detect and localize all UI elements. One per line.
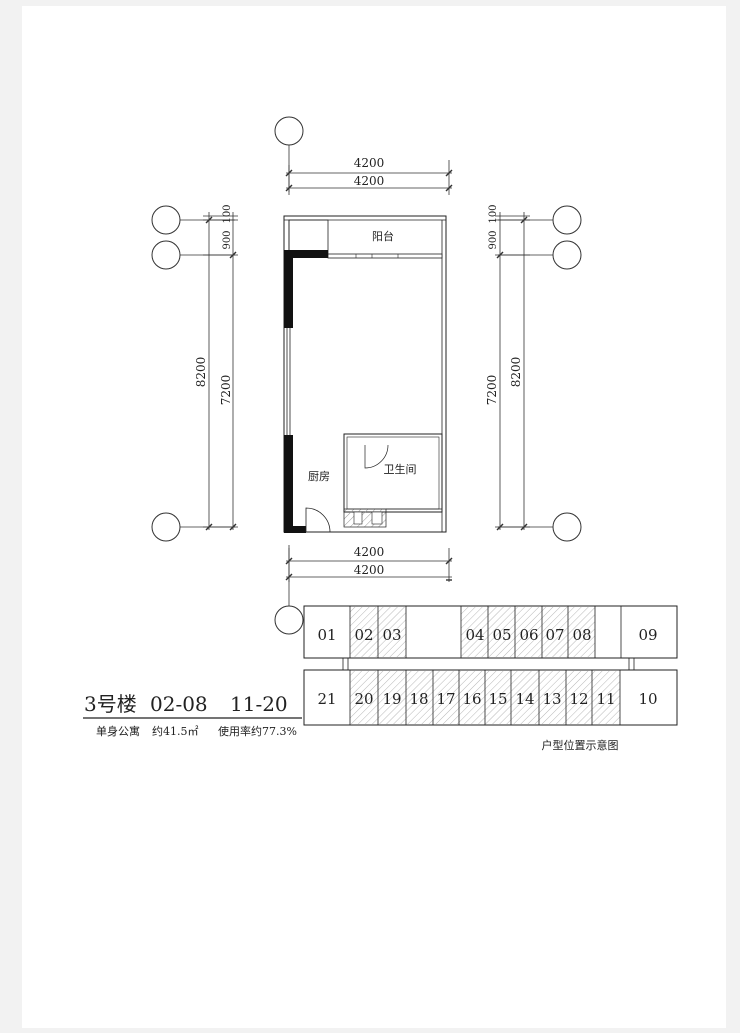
key-plan-caption: 户型位置示意图 bbox=[542, 738, 619, 752]
key-unit-label: 08 bbox=[572, 626, 591, 644]
key-unit-label: 18 bbox=[409, 690, 428, 708]
balcony-glazing bbox=[327, 253, 443, 259]
axis-bubble-right-3 bbox=[552, 512, 582, 542]
axis-bubble-left-1 bbox=[151, 205, 181, 235]
key-unit-label: 03 bbox=[382, 626, 401, 644]
key-unit-label: 13 bbox=[542, 690, 561, 708]
axis-bubble-right-2 bbox=[552, 240, 582, 270]
wall-top-left bbox=[284, 250, 328, 258]
dim-bottom-outer: 4200 bbox=[354, 545, 385, 559]
dim-left-balcony: 900 bbox=[222, 230, 233, 249]
wall-bottom-left bbox=[284, 526, 306, 533]
axis-bubble-left-2 bbox=[151, 240, 181, 270]
title-area: 约41.5㎡ bbox=[152, 725, 199, 738]
key-unit-label: 02 bbox=[354, 626, 373, 644]
unit-plan bbox=[283, 215, 447, 533]
title-unit-type: 单身公寓 bbox=[96, 724, 140, 738]
dim-left-total: 8200 bbox=[194, 357, 208, 388]
dimension-lines bbox=[203, 160, 530, 582]
title-range-1: 02-08 bbox=[150, 692, 208, 716]
key-unit-label: 14 bbox=[515, 690, 534, 708]
dim-right-main: 7200 bbox=[485, 375, 499, 406]
dim-left-extra: 100 bbox=[222, 204, 233, 223]
dim-right-extra: 100 bbox=[488, 204, 499, 223]
title-efficiency: 使用率约77.3% bbox=[218, 724, 297, 738]
key-unit-label: 05 bbox=[492, 626, 511, 644]
axis-bubble-left-3 bbox=[151, 512, 181, 542]
title-range-2: 11-20 bbox=[230, 692, 288, 716]
unit-outline bbox=[283, 215, 447, 533]
wall-left-lower bbox=[284, 435, 293, 532]
key-unit-label: 17 bbox=[436, 690, 455, 708]
key-unit-label: 06 bbox=[519, 626, 538, 644]
key-unit-label: 15 bbox=[488, 690, 507, 708]
floor-plan-drawing: 4200 4200 4200 4200 8200 7200 900 100 72… bbox=[83, 116, 678, 752]
bathroom-door bbox=[364, 444, 389, 469]
dim-right-total: 8200 bbox=[509, 357, 523, 388]
key-unit-label: 21 bbox=[317, 690, 336, 708]
bathroom-walls bbox=[343, 433, 443, 513]
key-unit-label: 10 bbox=[638, 690, 657, 708]
title-block: 3号楼 02-08 11-20 单身公寓 约41.5㎡ 使用率约77.3% bbox=[83, 692, 302, 738]
key-unit-label: 09 bbox=[638, 626, 657, 644]
key-unit-label: 16 bbox=[462, 690, 481, 708]
key-unit-label: 19 bbox=[382, 690, 401, 708]
drawing-sheet: 4200 4200 4200 4200 8200 7200 900 100 72… bbox=[22, 6, 726, 1028]
room-label-bathroom: 卫生间 bbox=[384, 462, 417, 476]
key-unit-label: 20 bbox=[354, 690, 373, 708]
axis-bubble-bottom bbox=[274, 605, 304, 635]
dim-top-outer: 4200 bbox=[354, 156, 385, 170]
key-unit-label: 11 bbox=[596, 690, 615, 708]
axis-bubble-right-1 bbox=[552, 205, 582, 235]
key-unit-label: 04 bbox=[465, 626, 484, 644]
key-unit-label: 01 bbox=[317, 626, 336, 644]
dim-top-inner: 4200 bbox=[354, 174, 385, 188]
key-unit-label: 12 bbox=[569, 690, 588, 708]
room-label-balcony: 阳台 bbox=[372, 229, 394, 243]
dim-left-main: 7200 bbox=[219, 375, 233, 406]
wall-left-upper bbox=[284, 250, 293, 328]
title-building: 3号楼 bbox=[84, 692, 137, 716]
room-label-kitchen: 厨房 bbox=[308, 470, 330, 483]
dim-right-balcony: 900 bbox=[488, 230, 499, 249]
key-unit-label: 07 bbox=[545, 626, 564, 644]
key-plan: 01 02 03 04 05 06 07 08 09 21 20 19 18 1… bbox=[303, 605, 678, 726]
dim-bottom-inner: 4200 bbox=[354, 563, 385, 577]
axis-bubble-top bbox=[274, 116, 304, 146]
entrance-door bbox=[305, 507, 331, 533]
